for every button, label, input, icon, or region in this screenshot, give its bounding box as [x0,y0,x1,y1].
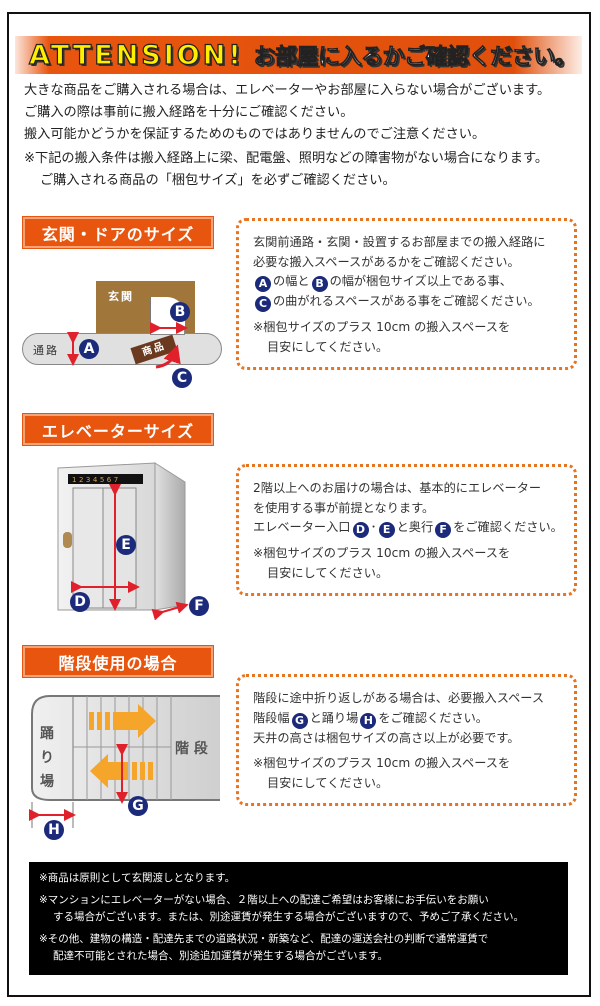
badge-e: E [378,522,395,538]
info-note: ※梱包サイズのプラス 10cm の搬入スペースを [253,756,511,770]
info-note: ※梱包サイズのプラス 10cm の搬入スペースを [253,320,511,334]
delivery-note: する場合がございます。または、別途運賃が発生する場合がございますので、予めご了承… [53,911,525,923]
badge-h: H [360,712,377,729]
info-line: を使用する事が前提となります。 [253,500,435,515]
info-note: 目安にしてください。 [267,565,389,580]
delivery-note: ※マンションにエレベーターがない場合、２階以上への配達ご希望はお客様にお手伝いを… [39,894,489,906]
stairs-icon [29,695,220,828]
info-text: と奥行 [396,520,434,534]
badge-c: C [255,296,271,312]
attention-label: ATTENSION! [28,39,244,71]
delivery-note: ※その他、建物の構造・配達先までの道路状況・新築など、配達の運送会社の判断で通常… [39,933,489,945]
marker-h: H [44,820,64,840]
elevator-diagram: 1234567 E D F [50,460,220,621]
info-text: をご確認ください。 [378,710,488,725]
intro-line: ご購入の際は事前に搬入経路を十分にご確認ください。 [24,105,354,120]
info-line: 2階以上へのお届けの場合は、基本的にエレベーター [253,481,542,495]
info-line: 天井の高さは梱包サイズの高さ以上が必要です。 [253,730,520,745]
marker-g: G [128,796,148,816]
corridor-label: 通路 [33,344,59,357]
marker-d: D [70,592,90,612]
badge-a: A [255,276,271,292]
attention-banner: ATTENSION! お部屋に入るかご確認ください。 [15,36,582,74]
info-line: 階段に途中折り返しがある場合は、必要搬入スペース [253,691,545,705]
info-text: の曲がれるスペースがある事をご確認ください。 [273,294,540,308]
corridor-shape [22,333,222,365]
stairs-diagram: 踊り場 階 段 G H [20,690,220,840]
info-note: ※梱包サイズのプラス 10cm の搬入スペースを [253,546,511,560]
info-text: の幅が梱包サイズ以上である事、 [329,274,512,288]
intro-line: 大きな商品をご購入される場合は、エレベーターやお部屋に入らない場合がございます。 [24,83,551,98]
marker-b: B [170,302,190,322]
marker-a: A [79,339,99,359]
marker-c: C [172,368,192,388]
info-text: 階段幅 [253,710,290,725]
info-note: 目安にしてください。 [267,339,389,354]
intro-line: 搬入可能かどうかを保証するためのものではありませんのでご注意ください。 [24,127,486,142]
section-header-elevator: エレベーターサイズ [22,413,214,446]
info-text: ･ [370,520,377,534]
info-text: エレベーター入口 [253,520,351,534]
badge-b: B [311,276,328,292]
intro-text: 大きな商品をご購入される場合は、エレベーターやお部屋に入らない場合がございます。… [24,80,584,146]
entrance-label: 玄関 [108,290,134,303]
badge-d: D [352,522,369,538]
conditions-note: ※下記の搬入条件は搬入経路上に梁、配電盤、照明などの障害物がない場合になります。… [24,148,584,192]
badge-g: G [291,712,308,729]
elevator-icon: 1234567 [57,462,189,621]
info-line: 必要な搬入スペースがあるかをご確認ください。 [253,254,520,269]
section-header-door: 玄関・ドアのサイズ [22,216,214,249]
stairs-label: 階 段 [175,741,208,757]
note-line: ご購入される商品の「梱包サイズ」を必ずご確認ください。 [40,173,396,188]
delivery-note: 配達不可能とされた場合、別途追加運賃が発生する場合がございます。 [53,950,388,962]
door-diagram: 通路 玄関 商品 A B C [15,270,230,390]
elevator-info-box: 2階以上へのお届けの場合は、基本的にエレベーター を使用する事が前提となります。… [236,464,577,596]
info-text: をご確認ください。 [453,520,563,534]
info-note: 目安にしてください。 [267,775,389,790]
red-arrows-icon [67,322,188,369]
badge-f: F [435,522,452,538]
delivery-notes-box: ※商品は原則として玄関渡しとなります。 ※マンションにエレベーターがない場合、２… [29,862,568,975]
banner-title: お部屋に入るかご確認ください。 [253,45,577,71]
note-line: ※下記の搬入条件は搬入経路上に梁、配電盤、照明などの障害物がない場合になります。 [24,151,549,166]
info-text: と踊り場 [309,710,359,725]
marker-e: E [116,535,136,555]
section-header-stairs: 階段使用の場合 [22,645,214,678]
info-line: 玄関前通路・玄関・設置するお部屋までの搬入経路に [253,235,546,249]
delivery-note: ※商品は原則として玄関渡しとなります。 [39,872,236,884]
floor-indicator: 1234567 [72,476,121,484]
info-text: の幅と [273,274,310,288]
door-info-box: 玄関前通路・玄関・設置するお部屋までの搬入経路に 必要な搬入スペースがあるかをご… [236,218,577,370]
landing-label: 踊り場 [40,726,54,790]
marker-f: F [189,596,209,616]
